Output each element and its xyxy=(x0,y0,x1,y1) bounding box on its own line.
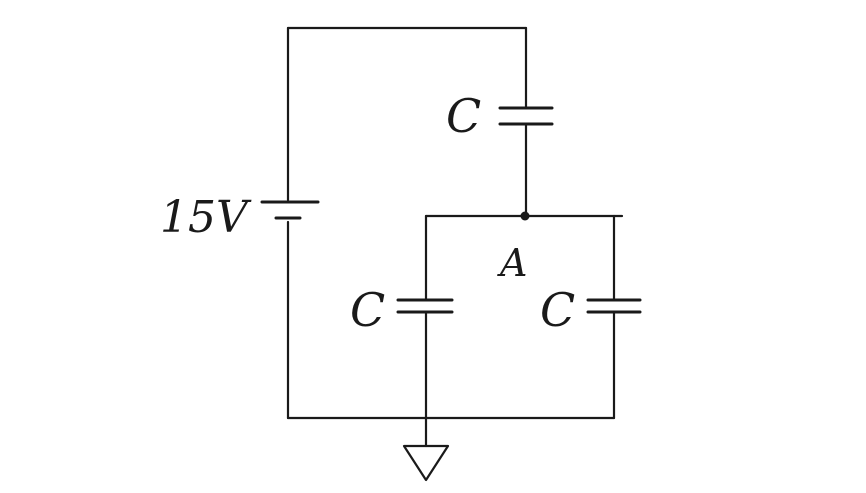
capacitor-top xyxy=(498,106,554,126)
battery xyxy=(260,200,320,220)
node-a-label: A xyxy=(497,241,527,285)
ground-icon xyxy=(402,444,450,482)
capacitor-right-label: C xyxy=(540,283,575,337)
wires xyxy=(286,26,624,448)
battery-voltage-label: 15V xyxy=(160,192,252,243)
capacitor-left xyxy=(396,298,454,314)
ground-triangle xyxy=(402,444,450,482)
capacitor-top-label: C xyxy=(446,89,481,143)
capacitor-right xyxy=(586,298,642,314)
node-a-dot xyxy=(520,211,530,221)
capacitor-left-label: C xyxy=(350,283,385,337)
